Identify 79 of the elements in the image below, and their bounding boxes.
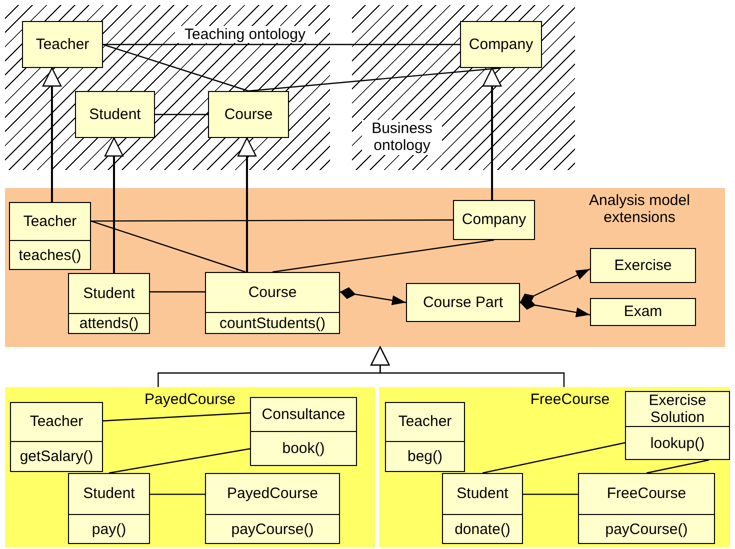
- class-box: [590, 298, 696, 326]
- group-title: Teaching ontology: [175, 26, 315, 44]
- generalization-arrow: [42, 67, 62, 202]
- class-name: Student: [88, 104, 142, 125]
- association-line: [523, 494, 578, 495]
- method-name: lookup(): [626, 426, 729, 459]
- composition-arrow: [520, 268, 590, 304]
- group-title: Analysis model extensions: [588, 192, 691, 226]
- class-box: [208, 91, 289, 138]
- generalization-arrow: [482, 67, 502, 200]
- method-name: book(): [251, 431, 356, 465]
- class-name: Exercise Solution: [648, 392, 708, 426]
- association-line: [103, 44, 460, 46]
- class-box: [442, 473, 523, 544]
- class-name: Company: [460, 210, 528, 230]
- class-box: [22, 21, 103, 68]
- class-name: Teacher: [397, 412, 453, 432]
- method-name: attends(): [69, 313, 149, 333]
- class-name: Teacher: [34, 34, 90, 55]
- association-line: [90, 220, 246, 273]
- method-name: pay(): [69, 514, 149, 543]
- class-box: [250, 397, 357, 466]
- class-name: Student: [82, 484, 136, 504]
- association-line: [102, 44, 249, 92]
- method-name: donate(): [443, 514, 522, 543]
- class-name: Consultance: [260, 404, 346, 425]
- method-name: beg(): [386, 441, 464, 471]
- generalization-arrow: [104, 137, 124, 273]
- group-title: FreeCourse: [529, 391, 611, 408]
- group-title: Business ontology: [362, 120, 442, 154]
- association-line: [102, 412, 250, 422]
- association-line: [482, 442, 626, 474]
- association-line: [150, 291, 205, 293]
- class-box: [205, 272, 340, 334]
- class-name: Exam: [622, 302, 664, 322]
- class-box: [68, 273, 150, 334]
- group-title: PayedCourse: [144, 391, 236, 408]
- class-box: [578, 473, 715, 544]
- class-name: Teacher: [22, 212, 78, 232]
- class-box: [68, 473, 150, 544]
- class-name: Course Part: [422, 292, 504, 313]
- class-box: [205, 473, 340, 544]
- group-panel: [5, 188, 725, 347]
- class-name: Course: [247, 282, 298, 303]
- class-box: [453, 200, 535, 240]
- class-name: Exercise: [613, 256, 673, 276]
- association-line: [91, 219, 453, 222]
- method-name: getSalary(): [11, 441, 102, 471]
- method-name: payCourse(): [579, 514, 714, 543]
- generalization-arrow: [237, 137, 257, 272]
- association-line: [646, 459, 710, 474]
- class-name: PayedCourse: [226, 484, 319, 504]
- class-box: [9, 202, 91, 270]
- group-panel: [5, 387, 375, 547]
- class-box: [625, 391, 730, 460]
- class-box: [385, 402, 465, 472]
- composition-arrow: [340, 287, 406, 306]
- association-line: [108, 448, 250, 474]
- class-box: [10, 402, 103, 472]
- class-name: FreeCourse: [606, 484, 688, 504]
- class-box: [460, 21, 542, 68]
- class-box: [590, 248, 696, 283]
- method-name: countStudents(): [206, 312, 339, 333]
- association-line: [150, 494, 205, 495]
- class-name: Course: [223, 104, 274, 125]
- group-panel: [379, 387, 730, 547]
- class-box: [75, 91, 155, 138]
- class-name: Teacher: [28, 412, 84, 432]
- method-name: teaches(): [10, 240, 90, 269]
- method-name: payCourse(): [206, 514, 339, 543]
- composition-arrow: [520, 298, 590, 318]
- association-line: [155, 114, 208, 116]
- class-name: Student: [456, 484, 510, 504]
- class-name: Student: [82, 284, 136, 304]
- association-line: [272, 239, 494, 273]
- class-name: Company: [468, 34, 534, 55]
- class-box: [406, 283, 520, 322]
- generalization-arrow: [370, 346, 565, 387]
- association-line: [248, 67, 502, 92]
